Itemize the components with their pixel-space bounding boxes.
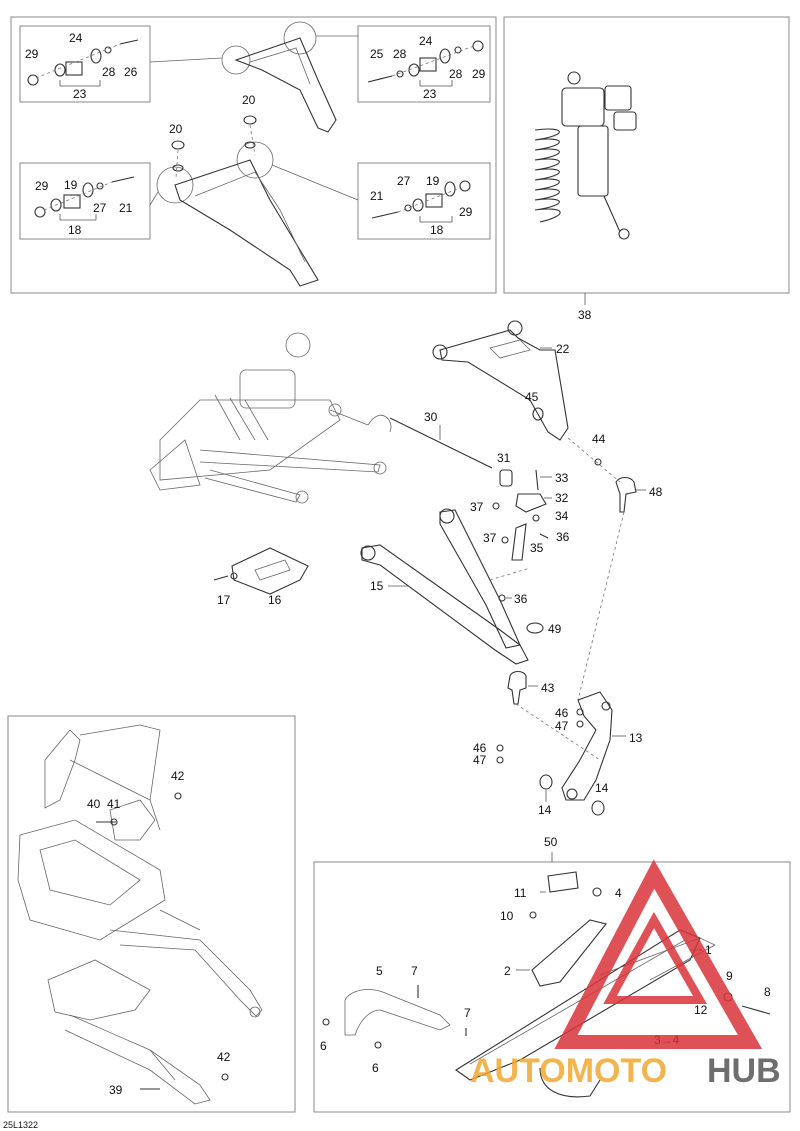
front-frame-illustration [149, 332, 392, 504]
label-20b: 20 [169, 122, 183, 136]
label-49: 49 [548, 622, 562, 636]
label-38: 38 [578, 308, 592, 322]
label-22: 22 [556, 342, 570, 356]
upper-a-arm-22: 22 45 [432, 320, 570, 441]
label-15: 15 [370, 579, 384, 593]
diagram-code: 25L1322 [3, 1120, 38, 1130]
label-27: 27 [93, 201, 107, 215]
label-35: 35 [530, 541, 544, 555]
label-39: 39 [109, 1083, 123, 1097]
label-27: 27 [397, 174, 411, 188]
label-24: 24 [69, 31, 83, 45]
label-34: 34 [555, 509, 569, 523]
watermark-text-1: AUTOMOTO [470, 1052, 667, 1090]
frame-illustration [17, 724, 263, 1105]
label-47a: 47 [555, 719, 569, 733]
label-32: 32 [555, 491, 569, 505]
label-42a: 42 [171, 769, 185, 783]
label-29: 29 [459, 205, 473, 219]
label-29: 29 [35, 179, 49, 193]
label-36a: 36 [556, 530, 570, 544]
label-11: 11 [514, 886, 527, 900]
label-23: 23 [73, 87, 87, 101]
label-18: 18 [68, 223, 82, 237]
label-29: 29 [472, 67, 486, 81]
label-3-4: 3→4 [654, 1033, 680, 1047]
label-7b: 7 [464, 1006, 471, 1020]
label-36b: 36 [514, 592, 528, 606]
label-4: 4 [615, 886, 622, 900]
label-9: 9 [726, 969, 733, 983]
label-46a: 46 [555, 706, 569, 720]
hardware-group-a: 29 24 28 26 23 [25, 31, 139, 101]
label-31: 31 [497, 451, 511, 465]
label-16: 16 [268, 593, 282, 607]
label-6a: 6 [320, 1039, 327, 1053]
label-19: 19 [64, 178, 78, 192]
box-frame-mounts: 42 40 41 42 39 [7, 715, 296, 1113]
steering-knuckle-13: 13 [561, 691, 643, 801]
label-19: 19 [426, 174, 440, 188]
box-upper-a-arm: 29 24 28 26 23 25 28 24 28 29 23 [10, 16, 497, 294]
label-14b: 14 [595, 781, 609, 795]
label-21: 21 [370, 189, 384, 203]
label-30: 30 [424, 410, 438, 424]
watermark-text-2: HUB [707, 1052, 781, 1090]
label-12: 12 [694, 1003, 708, 1017]
label-25: 25 [370, 47, 384, 61]
label-37a: 37 [470, 500, 484, 514]
label-47b: 47 [473, 753, 487, 767]
label-20a: 20 [242, 93, 256, 107]
label-44: 44 [592, 432, 606, 446]
label-1: 1 [705, 943, 712, 957]
label-18: 18 [430, 223, 444, 237]
upper-a-arm-illustration: 20 20 [149, 21, 359, 287]
label-46b: 46 [473, 741, 487, 755]
label-40: 40 [87, 797, 101, 811]
label-21: 21 [119, 201, 133, 215]
label-26: 26 [124, 65, 138, 79]
label-7a: 7 [411, 964, 418, 978]
label-10: 10 [500, 909, 514, 923]
label-17: 17 [217, 593, 231, 607]
label-28: 28 [102, 65, 116, 79]
automotohub-watermark: AUTOMOTO HUB [470, 859, 781, 1090]
label-37b: 37 [483, 531, 497, 545]
label-14a: 14 [538, 803, 552, 817]
hardware-group-c: 29 19 27 21 18 [34, 176, 135, 237]
label-42b: 42 [217, 1050, 231, 1064]
label-2: 2 [504, 964, 511, 978]
hardware-group-b: 25 28 24 28 29 23 [367, 34, 486, 101]
label-41: 41 [107, 797, 121, 811]
label-45: 45 [525, 390, 539, 404]
skid-bracket-16: 17 16 [213, 547, 309, 607]
label-23: 23 [423, 87, 437, 101]
label-8: 8 [764, 985, 771, 999]
main-suspension-assembly: 30 22 45 44 48 31 33 32 37 34 [149, 320, 663, 817]
label-33: 33 [555, 471, 569, 485]
label-50: 50 [544, 835, 558, 849]
box-ski-assembly: 50 11 4 10 1 2 5 7 7 9 8 12 6 6 [313, 835, 791, 1113]
label-43: 43 [541, 681, 555, 695]
label-24: 24 [419, 34, 433, 48]
label-28: 28 [393, 47, 407, 61]
box-shock-absorber: 38 [503, 16, 790, 322]
label-5: 5 [376, 964, 383, 978]
label-6b: 6 [372, 1061, 379, 1075]
shock-spring-illustration [534, 71, 637, 240]
label-48: 48 [649, 485, 663, 499]
hardware-group-d: 21 27 19 29 18 [370, 174, 473, 237]
label-29: 29 [25, 47, 39, 61]
lower-a-arm-15: 15 36 49 [360, 508, 562, 665]
label-28b: 28 [449, 67, 463, 81]
label-13: 13 [629, 731, 643, 745]
